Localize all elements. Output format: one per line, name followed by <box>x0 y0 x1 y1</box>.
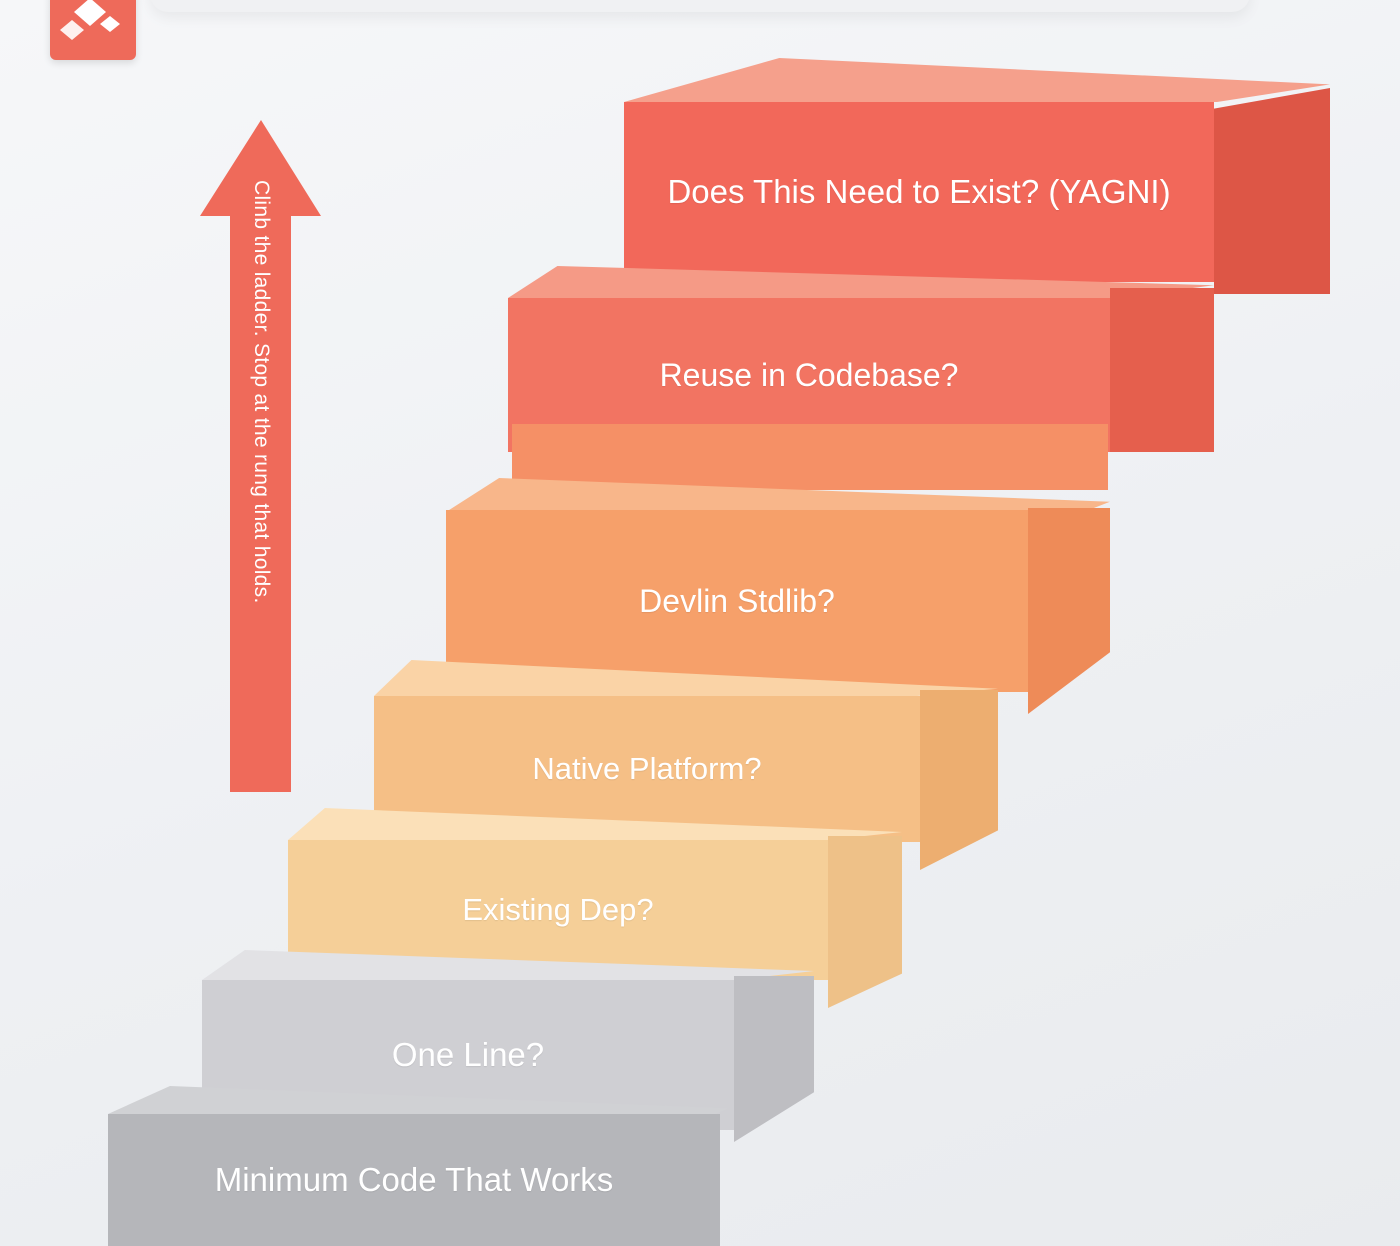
step-top <box>624 58 1330 102</box>
step-top <box>202 950 814 980</box>
arrow-caption: Clinb the ladder. Stop at the rung that … <box>250 180 273 604</box>
step-top <box>374 660 998 696</box>
step-top <box>446 478 1110 512</box>
step-label: Minimum Code That Works <box>108 1114 720 1246</box>
climb-arrow <box>200 120 322 792</box>
step-side <box>734 976 814 1142</box>
step-side <box>828 836 902 1008</box>
step-minimum-code: Minimum Code That Works <box>108 1086 728 1246</box>
top-banner <box>150 0 1250 12</box>
diamond-logo-icon <box>60 0 120 40</box>
riser-face <box>512 424 1108 490</box>
step-riser <box>512 424 1108 490</box>
step-side <box>920 690 998 870</box>
step-top <box>508 266 1214 298</box>
step-stdlib: Devlin Stdlib? <box>446 478 1110 714</box>
step-top <box>108 1086 728 1114</box>
step-yagni: Does This Need to Exist? (YAGNI) <box>624 58 1330 294</box>
step-side <box>1214 88 1330 294</box>
step-label: Devlin Stdlib? <box>446 510 1028 692</box>
arrow-up-icon <box>200 120 321 792</box>
step-side <box>1028 508 1110 714</box>
logo <box>50 0 136 60</box>
step-label: Does This Need to Exist? (YAGNI) <box>624 102 1214 282</box>
step-top <box>288 808 902 840</box>
step-side <box>1110 288 1214 452</box>
